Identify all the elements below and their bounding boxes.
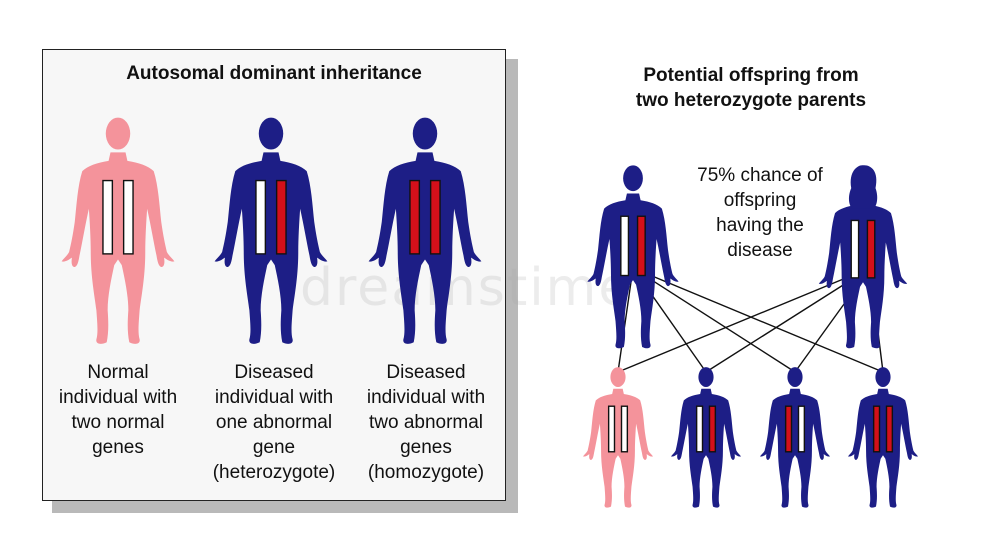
normal-gene-bar — [695, 405, 704, 453]
head — [610, 367, 626, 387]
abnormal-gene-bar — [275, 179, 287, 255]
inheritance-line — [617, 267, 634, 373]
head — [698, 367, 714, 387]
normal-gene-bar — [797, 405, 806, 453]
offspring-figure — [670, 367, 742, 508]
title-line: two heterozygote parents — [635, 90, 867, 111]
abnormal-gene-bar — [429, 179, 441, 255]
body-silhouette — [368, 152, 482, 344]
caption-line: Diseased — [386, 362, 466, 383]
body-silhouette — [214, 152, 328, 344]
caption-line: two abnormal — [368, 412, 484, 433]
offspring-title: Potential offspring from two heterozygot… — [566, 63, 936, 113]
hair — [848, 165, 878, 209]
body-silhouette — [587, 193, 679, 349]
inheritance-line — [632, 267, 796, 373]
inheritance-line — [632, 267, 884, 373]
parent-mother — [818, 165, 908, 349]
abnormal-gene-bar — [409, 179, 421, 255]
normal-gene-bar — [850, 219, 860, 279]
caption-line: one abnormal — [215, 412, 333, 433]
figure-normal — [61, 117, 175, 344]
head — [105, 117, 131, 150]
abnormal-gene-bar — [708, 405, 717, 453]
abnormal-gene-bar — [872, 405, 881, 453]
annotation-line: having the — [716, 215, 804, 236]
body-silhouette — [818, 198, 908, 349]
annotation-line: 75% chance of — [697, 165, 823, 186]
head — [623, 165, 643, 192]
caption-homozygote: Diseased individual with two abnormal ge… — [341, 360, 511, 485]
caption-line: Diseased — [234, 362, 314, 383]
normal-gene-bar — [620, 215, 630, 277]
head — [787, 367, 803, 387]
body-silhouette — [759, 388, 831, 508]
body-silhouette — [582, 388, 654, 508]
caption-line: (heterozygote) — [212, 462, 336, 483]
caption-line: individual with — [214, 387, 334, 408]
abnormal-gene-bar — [784, 405, 793, 453]
caption-line: individual with — [366, 387, 486, 408]
watermark: dreamstime — [300, 258, 633, 318]
caption-line: two normal — [71, 412, 165, 433]
parent-father — [587, 165, 679, 349]
normal-gene-bar — [620, 405, 629, 453]
caption-line: individual with — [58, 387, 178, 408]
normal-gene-bar — [102, 179, 114, 255]
figure-homozygote — [368, 117, 482, 344]
title-line: Potential offspring from — [643, 65, 859, 86]
offspring-figure — [759, 367, 831, 508]
normal-gene-bar — [122, 179, 134, 255]
offspring-figure — [847, 367, 919, 508]
abnormal-gene-bar — [636, 215, 646, 277]
body-silhouette — [847, 388, 919, 508]
annotation-line: disease — [727, 240, 793, 261]
caption-heterozygote: Diseased individual with one abnormal ge… — [189, 360, 359, 485]
caption-line: genes — [92, 437, 144, 458]
figure-heterozygote — [214, 117, 328, 344]
head — [875, 367, 891, 387]
body-silhouette — [61, 152, 175, 344]
annotation-line: offspring — [723, 190, 797, 211]
caption-normal: Normal individual with two normal genes — [33, 360, 203, 460]
panel-title: Autosomal dominant inheritance — [126, 63, 422, 84]
body-silhouette — [670, 388, 742, 508]
abnormal-gene-bar — [866, 219, 876, 279]
normal-gene-bar — [255, 179, 267, 255]
chance-annotation: 75% chance of offspring having the disea… — [660, 163, 860, 263]
normal-gene-bar — [607, 405, 616, 453]
caption-line: genes — [400, 437, 452, 458]
head — [412, 117, 438, 150]
head — [258, 117, 284, 150]
caption-line: gene — [252, 437, 296, 458]
offspring-figure — [582, 367, 654, 508]
abnormal-gene-bar — [885, 405, 894, 453]
caption-line: Normal — [87, 362, 149, 383]
caption-line: (homozygote) — [367, 462, 485, 483]
